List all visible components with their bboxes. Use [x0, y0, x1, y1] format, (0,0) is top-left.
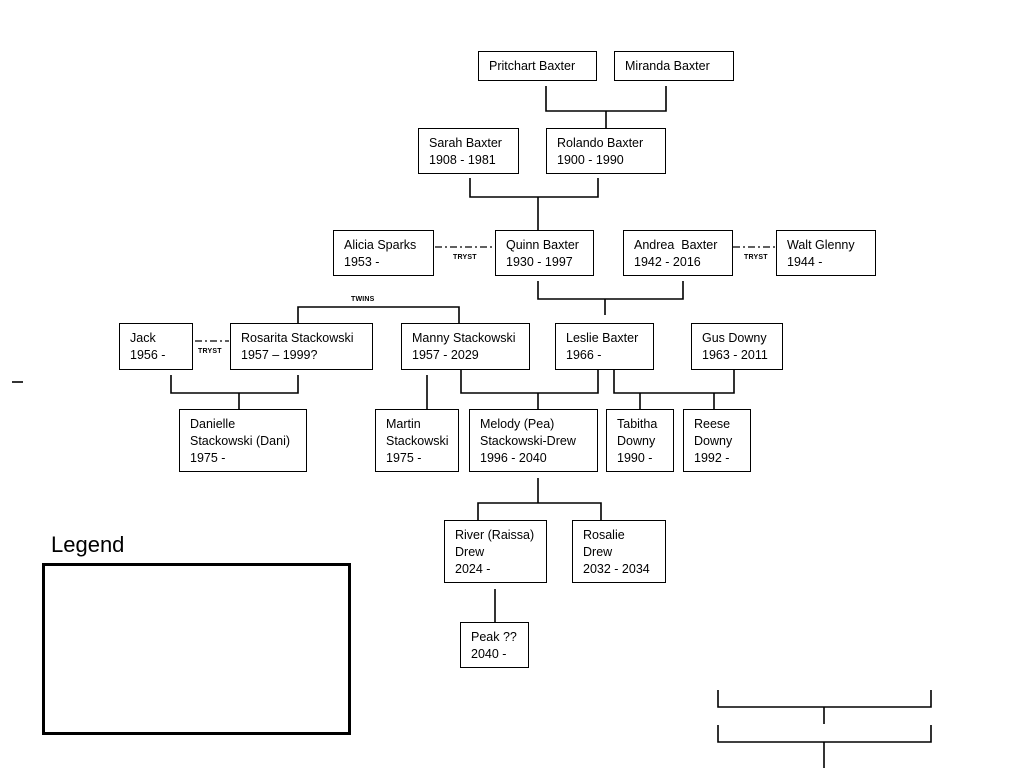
twins-bracket	[297, 306, 460, 324]
person-name: River (Raissa)	[455, 528, 535, 542]
person-name: Danielle	[190, 417, 236, 431]
person-box-pritchart-baxter[interactable]: Pritchart Baxter	[478, 51, 597, 81]
person-dates: 1996 - 2040	[480, 451, 547, 465]
person-box-miranda-baxter[interactable]: Miranda Baxter	[614, 51, 734, 81]
person-dates: 1944 -	[787, 255, 823, 269]
tryst-label: TRYST	[744, 254, 768, 261]
person-box-river-drew[interactable]: River (Raissa) Drew 2024 -	[444, 520, 547, 583]
person-name: Alicia Sparks	[344, 238, 417, 252]
person-dates: 1900 - 1990	[557, 153, 624, 167]
person-box-tabitha-downy[interactable]: Tabitha Downy 1990 -	[606, 409, 674, 472]
person-box-martin-stackowski[interactable]: Martin Stackowski 1975 -	[375, 409, 459, 472]
person-name: Stackowski	[386, 434, 449, 448]
person-name: Manny Stackowski	[412, 331, 516, 345]
person-dates: 1966 -	[566, 348, 602, 362]
person-box-reese-downy[interactable]: Reese Downy 1992 -	[683, 409, 751, 472]
person-name: Rosalie	[583, 528, 625, 542]
twins-label: TWINS	[351, 296, 375, 303]
person-name: Jack	[130, 331, 156, 345]
person-box-jack[interactable]: Jack 1956 -	[119, 323, 193, 370]
person-name: Walt Glenny	[787, 238, 855, 252]
parent-bracket	[613, 368, 735, 394]
person-dates: 1957 – 1999?	[241, 348, 318, 362]
parent-bracket	[170, 375, 299, 394]
person-name: Drew	[455, 545, 485, 559]
person-dates: 1990 -	[617, 451, 653, 465]
person-name: Tabitha	[617, 417, 658, 431]
person-name: Peak ??	[471, 630, 517, 644]
person-dates: 2040 -	[471, 647, 507, 661]
person-name: Sarah Baxter	[429, 136, 502, 150]
person-box-rolando-baxter[interactable]: Rolando Baxter 1900 - 1990	[546, 128, 666, 174]
person-box-rosalie-drew[interactable]: Rosalie Drew 2032 - 2034	[572, 520, 666, 583]
parent-bracket	[545, 86, 667, 112]
person-dates: 2024 -	[455, 562, 491, 576]
parent-bracket	[469, 178, 599, 198]
person-name: Rosarita Stackowski	[241, 331, 354, 345]
person-dates: 1930 - 1997	[506, 255, 573, 269]
sample-bracket	[717, 725, 932, 743]
person-name: Stackowski (Dani)	[190, 434, 291, 448]
person-dates: 1953 -	[344, 255, 380, 269]
person-box-manny-stackowski[interactable]: Manny Stackowski 1957 - 2029	[401, 323, 530, 370]
person-box-andrea-baxter[interactable]: Andrea Baxter 1942 - 2016	[623, 230, 733, 276]
person-name: Pritchart Baxter	[489, 59, 576, 73]
person-dates: 1992 -	[694, 451, 730, 465]
person-dates: 1975 -	[190, 451, 226, 465]
person-box-peak[interactable]: Peak ?? 2040 -	[460, 622, 529, 668]
person-dates: 2032 - 2034	[583, 562, 650, 576]
person-name: Leslie Baxter	[566, 331, 639, 345]
person-box-melody-stackowski-drew[interactable]: Melody (Pea) Stackowski-Drew 1996 - 2040	[469, 409, 598, 472]
person-name: Melody (Pea)	[480, 417, 555, 431]
person-box-alicia-sparks[interactable]: Alicia Sparks 1953 -	[333, 230, 434, 276]
person-dates: 1956 -	[130, 348, 166, 362]
person-name: Andrea Baxter	[634, 238, 718, 252]
person-name: Gus Downy	[702, 331, 767, 345]
person-name: Downy	[694, 434, 733, 448]
person-name: Quinn Baxter	[506, 238, 579, 252]
person-name: Reese	[694, 417, 731, 431]
person-name: Stackowski-Drew	[480, 434, 576, 448]
person-name: Martin	[386, 417, 421, 431]
person-box-walt-glenny[interactable]: Walt Glenny 1944 -	[776, 230, 876, 276]
parent-bracket	[460, 368, 599, 394]
person-box-sarah-baxter[interactable]: Sarah Baxter 1908 - 1981	[418, 128, 519, 174]
person-box-quinn-baxter[interactable]: Quinn Baxter 1930 - 1997	[495, 230, 594, 276]
person-box-gus-downy[interactable]: Gus Downy 1963 - 2011	[691, 323, 783, 370]
person-dates: 1975 -	[386, 451, 422, 465]
person-box-danielle-stackowski[interactable]: Danielle Stackowski (Dani) 1975 -	[179, 409, 307, 472]
person-dates: 1942 - 2016	[634, 255, 701, 269]
person-name: Rolando Baxter	[557, 136, 644, 150]
tryst-label: TRYST	[198, 348, 222, 355]
legend-title: Legend	[51, 532, 125, 557]
person-box-rosarita-stackowski[interactable]: Rosarita Stackowski 1957 – 1999?	[230, 323, 373, 370]
person-dates: 1963 - 2011	[702, 348, 768, 362]
person-box-leslie-baxter[interactable]: Leslie Baxter 1966 -	[555, 323, 654, 370]
person-name: Downy	[617, 434, 656, 448]
tryst-label: TRYST	[453, 254, 477, 261]
sample-bracket	[717, 690, 932, 708]
legend-box[interactable]	[42, 563, 351, 735]
parent-bracket	[537, 281, 684, 300]
person-dates: 1908 - 1981	[429, 153, 496, 167]
person-name: Miranda Baxter	[625, 59, 710, 73]
person-dates: 1957 - 2029	[412, 348, 479, 362]
children-bracket	[477, 502, 602, 520]
person-name: Drew	[583, 545, 613, 559]
